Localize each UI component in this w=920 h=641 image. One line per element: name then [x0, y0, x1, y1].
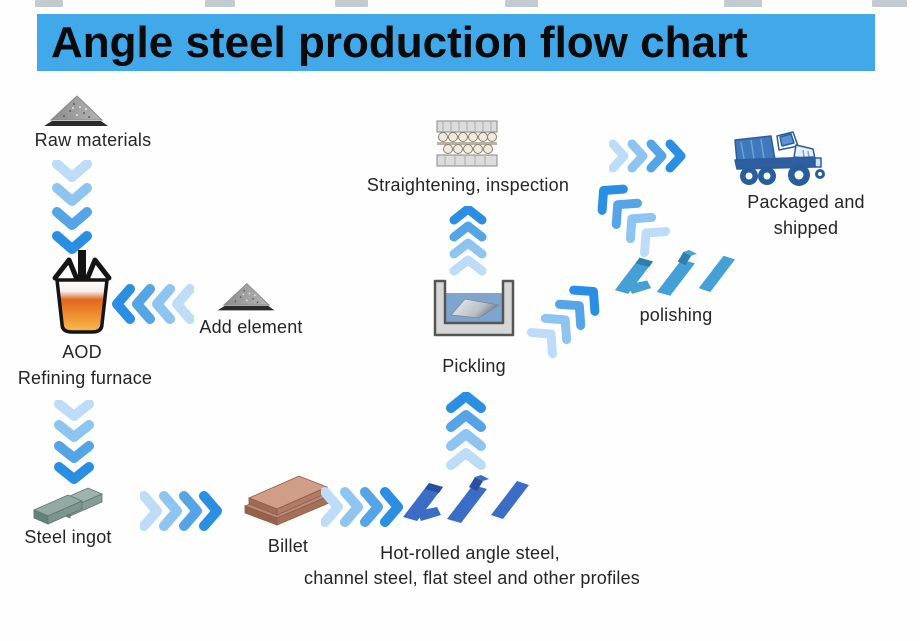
steel-profiles-icon: [403, 475, 529, 523]
cropped-text-artifact: [35, 0, 63, 7]
arrow-billet-to-hot-rolled: [321, 487, 403, 527]
furnace-ladle-icon: [52, 250, 112, 334]
gravel-pile-icon: [217, 283, 275, 311]
roller-machine-icon: [436, 120, 498, 167]
title-bar: Angle steel production flow chart: [37, 14, 875, 71]
arrow-add-element-to-aod: [112, 284, 194, 324]
aod-label-line2: Refining furnace: [17, 368, 153, 388]
cropped-text-artifact: [335, 0, 368, 7]
truck-icon: [734, 131, 825, 186]
raw-materials-label: Raw materials: [34, 130, 152, 150]
steel-ingot-label: Steel ingot: [24, 527, 112, 547]
arrow-aod-to-ingot: [54, 400, 94, 484]
arrow-ingot-to-billet: [140, 491, 222, 531]
cropped-text-artifact: [724, 0, 762, 7]
arrow-pickling-to-polishing: [526, 285, 600, 359]
arrow-polishing-up: [597, 184, 671, 258]
gravel-pile-icon: [44, 95, 108, 126]
straightening-label: Straightening, inspection: [366, 175, 570, 195]
page-title: Angle steel production flow chart: [51, 17, 748, 67]
steel-profiles-icon: [614, 250, 735, 296]
packaged-label-line1: Packaged and: [747, 192, 865, 212]
billet-label: Billet: [267, 536, 309, 556]
polishing-label: polishing: [639, 305, 713, 325]
aod-label-line1: AOD: [62, 342, 102, 362]
hot-rolled-label-line2: channel steel, flat steel and other prof…: [304, 568, 640, 588]
arrow-pickling-to-straightening: [449, 206, 487, 276]
cropped-text-artifact: [872, 0, 907, 7]
cropped-text-artifact: [505, 0, 538, 7]
arrow-raw-to-aod: [52, 160, 92, 254]
hot-rolled-label-line1: Hot-rolled angle steel,: [380, 543, 560, 563]
pickling-tank-icon: [433, 279, 515, 337]
arrow-hot-rolled-to-pickling: [446, 392, 486, 470]
billet-slabs-icon: [243, 475, 331, 526]
cropped-text-artifact: [205, 0, 235, 7]
pickling-label: Pickling: [442, 356, 506, 376]
packaged-label-line2: shipped: [773, 218, 839, 238]
steel-ingot-icon: [32, 487, 104, 525]
arrow-to-packaged: [609, 139, 686, 173]
add-element-label: Add element: [199, 317, 303, 337]
